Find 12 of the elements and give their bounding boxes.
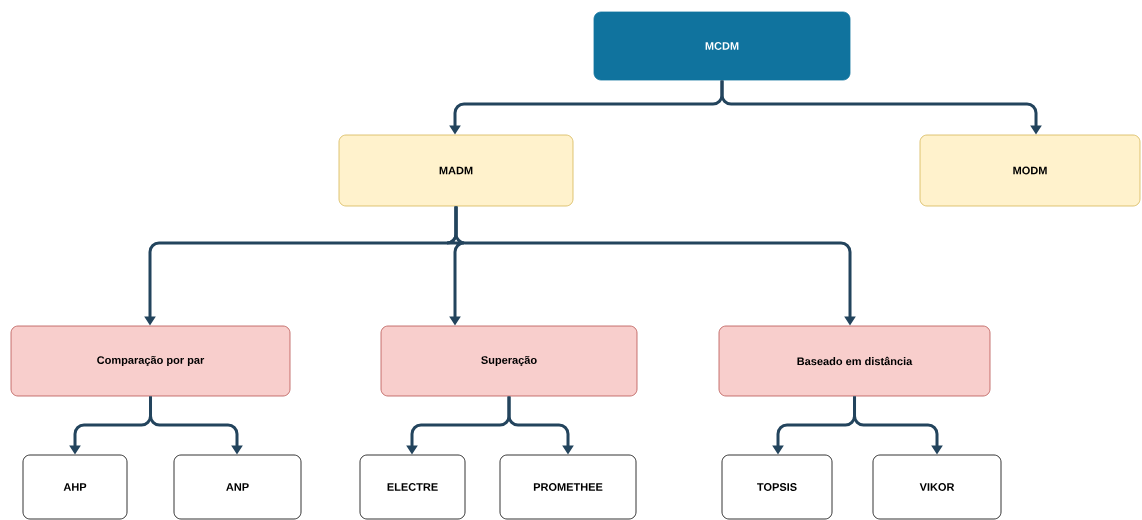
method-box: ELECTRE: [359, 454, 466, 520]
method-box: AHP: [22, 454, 128, 520]
category-box: Baseado em distância: [718, 325, 991, 397]
process-box: MADM: [338, 134, 574, 207]
method-box: TOPSIS: [721, 454, 833, 520]
category-box: Comparação por par: [10, 325, 291, 397]
process-box: MCDM: [593, 11, 851, 81]
process-box: MODM: [919, 134, 1141, 207]
category-box: Superação: [380, 325, 638, 397]
method-box: PROMETHEE: [499, 454, 637, 520]
method-box: ANP: [173, 454, 302, 520]
method-box: VIKOR: [872, 454, 1002, 520]
